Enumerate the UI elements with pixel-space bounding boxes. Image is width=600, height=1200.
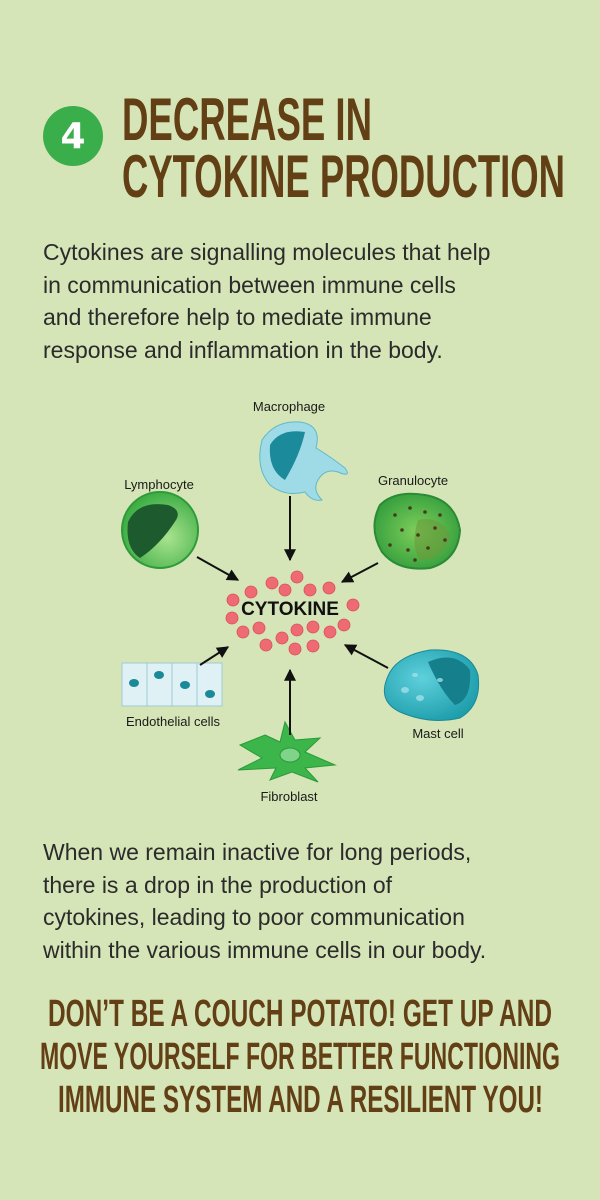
endothelial-cells-label: Endothelial cells	[126, 714, 220, 729]
intro-line: in communication between immune cells	[43, 271, 456, 298]
title-line: DECREASE IN	[122, 86, 372, 153]
arrow-icon	[340, 562, 379, 583]
granulocyte-label: Granulocyte	[378, 473, 448, 488]
body-paragraph: When we remain inactive for long periods…	[43, 836, 583, 966]
intro-line: response and inflammation in the body.	[43, 336, 443, 363]
body-line: there is a drop in the production of	[43, 871, 393, 898]
intro-line: and therefore help to mediate immune	[43, 304, 432, 330]
body-line: cytokines, leading to poor communication	[43, 904, 465, 930]
title-line: CYTOKINE PRODUCTION	[122, 143, 565, 210]
cta-line: DON’T BE A COUCH POTATO! GET UP AND	[48, 993, 552, 1035]
fibroblast-label: Fibroblast	[260, 789, 317, 804]
cytokine-label: CYTOKINE	[241, 599, 339, 620]
macrophage-label: Macrophage	[253, 399, 325, 414]
granulocyte-cell-icon	[373, 492, 462, 570]
macrophage-cell-icon	[259, 421, 348, 501]
intro-paragraph: Cytokines are signalling molecules that …	[43, 236, 583, 366]
cytokine-diagram: Macrophage Lymphocyte Granulocyte CYTOKI…	[121, 399, 480, 804]
arrow-icon	[199, 646, 230, 666]
mast-cell-label: Mast cell	[412, 726, 463, 741]
arrow-icon	[343, 644, 389, 669]
body-line: When we remain inactive for long periods…	[43, 839, 472, 865]
endothelial-cells-icon	[121, 662, 223, 707]
cta-line: IMMUNE SYSTEM AND A RESILIENT YOU!	[58, 1079, 543, 1121]
step-number-badge: 4	[43, 106, 103, 166]
lymphocyte-label: Lymphocyte	[124, 477, 194, 492]
page-title: DECREASE IN CYTOKINE PRODUCTION	[122, 86, 565, 210]
intro-line: Cytokines are signalling molecules that …	[43, 239, 491, 265]
lymphocyte-cell-icon	[121, 491, 199, 569]
fibroblast-cell-icon	[237, 720, 337, 783]
arrow-icon	[196, 556, 240, 581]
body-line: within the various immune cells in our b…	[43, 936, 487, 963]
cytokine-particles	[225, 570, 360, 656]
mast-cell-icon	[383, 649, 480, 721]
cta-line: MOVE YOURSELF FOR BETTER FUNCTIONING	[40, 1036, 560, 1078]
call-to-action: DON’T BE A COUCH POTATO! GET UP AND MOVE…	[40, 993, 560, 1121]
